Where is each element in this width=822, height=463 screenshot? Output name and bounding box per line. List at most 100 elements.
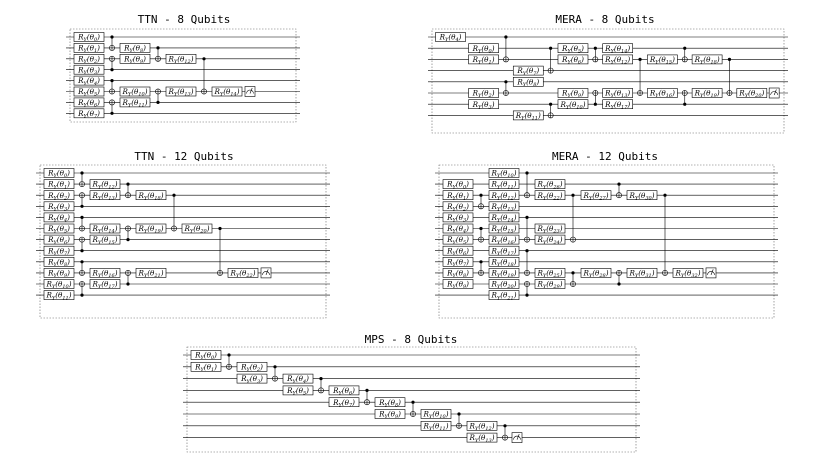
control-dot: [110, 79, 114, 83]
gate-label: RY(θ19): [490, 269, 516, 280]
ry-gate: [534, 268, 566, 278]
gate-label: RY(θ13): [468, 433, 494, 444]
ry-gate: [512, 65, 544, 76]
ry-gate: [580, 190, 612, 200]
ry-gate: [236, 361, 268, 372]
gate-label: RY(θ2): [77, 54, 100, 65]
ry-gate: [442, 212, 474, 223]
ry-gate: [328, 385, 360, 396]
gate-label: RY(θ3): [240, 374, 263, 385]
gate-label: RY(θ11): [422, 421, 448, 432]
gate-label: RY(θ15): [91, 235, 117, 246]
ry-gate: [43, 168, 75, 178]
control-dot: [126, 238, 130, 242]
ry-gate: [374, 397, 406, 408]
control-dot: [593, 46, 597, 50]
gate-label: RY(θ8): [378, 398, 401, 409]
gate-label: RY(θ5): [286, 386, 309, 397]
gate-label: RY(θ5): [561, 44, 584, 55]
ry-gate: [43, 179, 75, 189]
gate-label: RY(θ8): [516, 77, 539, 88]
control-dot: [479, 226, 483, 231]
ry-gate: [119, 43, 151, 53]
gate-label: RY(θ3): [47, 202, 70, 213]
ry-gate: [691, 54, 723, 65]
ry-gate: [442, 245, 474, 256]
control-dot: [80, 249, 84, 253]
gate-label: RY(θ13): [604, 89, 630, 100]
ry-gate: [488, 234, 520, 245]
gate-label: RY(θ15): [649, 55, 675, 66]
ry-gate: [442, 223, 474, 234]
control-dot: [683, 102, 687, 106]
ry-gate: [626, 190, 658, 200]
gate-label: RY(θ12): [91, 180, 117, 191]
ry-gate: [43, 245, 75, 256]
control-dot: [227, 353, 231, 357]
gate-label: RY(θ8): [47, 257, 70, 268]
gate-label: RY(θ7): [446, 257, 469, 268]
control-dot: [617, 282, 621, 286]
ry-gate: [647, 88, 678, 98]
gate-label: RY(θ3): [77, 65, 100, 76]
gate-label: RY(θ14): [490, 213, 516, 224]
control-dot: [638, 57, 642, 62]
gate-label: RY(θ27): [582, 191, 608, 202]
ry-gate: [73, 97, 105, 108]
gate-label: RY(θ12): [167, 54, 193, 65]
ry-gate: [442, 190, 474, 200]
gate-label: RY(θ21): [490, 291, 516, 302]
control-dot: [110, 111, 114, 115]
meter-arc: [707, 271, 715, 275]
gate-label: RY(θ32): [674, 269, 700, 280]
ry-gate: [190, 361, 222, 372]
ry-gate: [43, 290, 75, 300]
gate-label: RY(θ12): [468, 421, 494, 432]
ry-gate: [557, 88, 589, 98]
ry-gate: [468, 99, 499, 109]
gate-label: RY(θ7): [332, 398, 355, 409]
gate-label: RY(θ1): [446, 191, 469, 202]
ry-gate: [181, 223, 213, 234]
ry-gate: [165, 53, 197, 64]
control-dot: [727, 57, 732, 62]
ry-gate: [374, 409, 406, 419]
control-dot: [218, 226, 222, 231]
ry-gate: [73, 53, 105, 64]
control-dot: [617, 182, 621, 186]
control-dot: [80, 204, 84, 208]
ry-gate: [672, 268, 704, 278]
control-dot: [663, 193, 667, 197]
ry-gate: [43, 201, 75, 212]
gate-label: RY(θ8): [123, 44, 146, 55]
control-dot: [549, 102, 553, 106]
gate-label: RY(θ31): [628, 269, 654, 280]
ry-gate: [488, 168, 520, 178]
gate-label: RY(θ4): [47, 213, 70, 224]
ry-gate: [43, 190, 75, 200]
ry-gate: [43, 223, 75, 234]
meter-arc: [262, 271, 270, 275]
gate-label: RY(θ17): [91, 280, 117, 291]
meter-needle: [249, 87, 253, 94]
control-dot: [156, 100, 160, 104]
control-dot: [457, 412, 461, 416]
control-dot: [571, 271, 575, 275]
ry-gate: [488, 279, 520, 289]
ry-gate: [602, 99, 633, 109]
gate-label: RY(θ4): [446, 224, 469, 235]
panel-title: TTN - 12 Qubits: [134, 150, 233, 163]
ry-gate: [442, 201, 474, 212]
gate-label: RY(θ9): [561, 89, 584, 100]
control-dot: [571, 193, 575, 197]
ry-gate: [282, 373, 314, 384]
gate-label: RY(θ10): [490, 169, 516, 180]
ry-gate: [468, 88, 499, 98]
gate-label: RY(θ0): [77, 33, 100, 44]
panel-mps-8-qubits: MPS - 8 Qubits RY(θ0)RY(θ1)RY(θ2)RY(θ3)R…: [183, 333, 640, 453]
gate-label: RY(θ13): [91, 191, 117, 202]
ry-gate: [227, 268, 259, 278]
gate-label: RY(θ11): [515, 111, 541, 122]
ry-gate: [73, 32, 105, 42]
gate-label: RY(θ16): [649, 89, 675, 100]
